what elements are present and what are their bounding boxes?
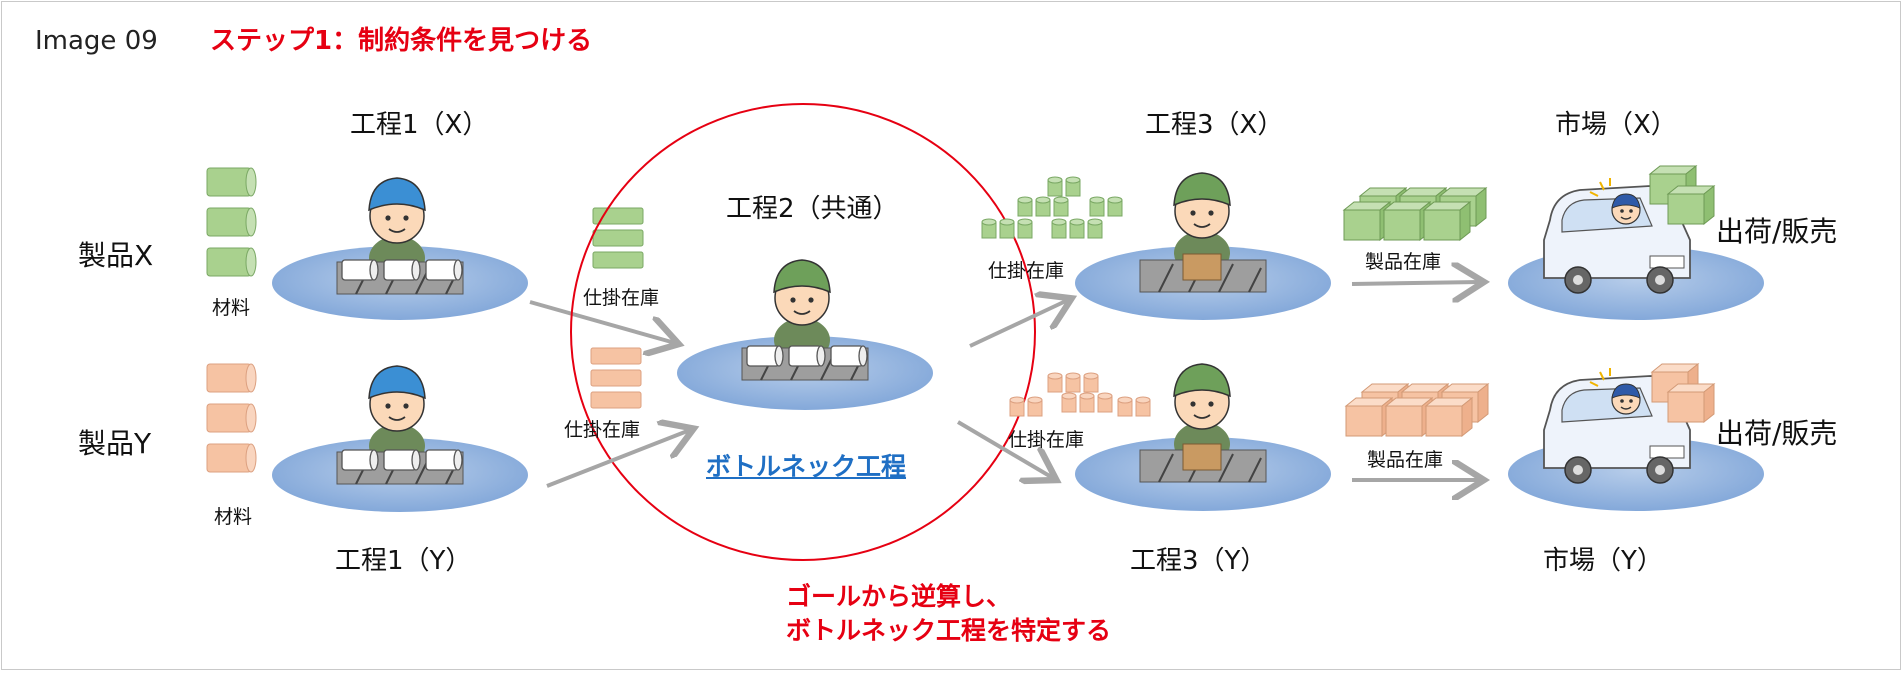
bottleneck-label: ボトルネック工程 [706,452,907,481]
ship-x-label: 出荷/販売 [1716,215,1838,248]
note-line-1: ゴールから逆算し、 [786,582,1012,611]
wip-1x-label: 仕掛在庫 [583,287,660,309]
flow-arrow-2-to-3x [969,300,1068,348]
process-1y-label: 工程1（Y） [335,546,472,576]
market-x-label: 市場（X） [1555,110,1677,140]
product-x-label: 製品X [78,239,154,272]
product-y-label: 製品Y [78,427,152,460]
step-title: ステップ1：制約条件を見つける [210,26,593,56]
process-3y-station [1075,363,1331,511]
material-y-rolls [206,363,257,473]
wip-3y-stock [1009,372,1151,417]
wip-3x-label: 仕掛在庫 [988,260,1065,282]
market-y [1508,363,1764,511]
wip-1y-label: 仕掛在庫 [564,419,641,441]
wip-1y-stock [590,347,642,409]
process-1x-station [272,177,528,320]
process-3x-label: 工程3（X） [1145,110,1284,140]
note-line-2: ボトルネック工程を特定する [786,616,1112,645]
flow-arrow-2-to-3y [956,420,1053,478]
wip-3y-label: 仕掛在庫 [1008,429,1085,451]
process-3x-station [1075,172,1331,320]
process-3y-label: 工程3（Y） [1130,546,1267,576]
ship-y-label: 出荷/販売 [1716,417,1838,450]
finished-y-label: 製品在庫 [1367,449,1444,471]
finished-x-stock [1343,187,1487,241]
finished-y-stock [1345,383,1489,437]
market-x [1508,165,1764,320]
image-id-label: Image 09 [35,26,158,56]
wip-3x-stock [981,176,1123,239]
process-1x-label: 工程1（X） [350,110,489,140]
material-y-label: 材料 [214,506,253,528]
market-y-label: 市場（Y） [1543,546,1663,576]
finished-x-label: 製品在庫 [1365,251,1442,273]
wip-1x-stock [592,207,644,269]
process-2-station [677,259,933,410]
bottleneck-highlight-circle [570,103,1036,561]
material-x-rolls [206,167,257,277]
flow-arrow-1y-to-2 [546,430,690,488]
process-2-label: 工程2（共通） [726,194,899,224]
material-x-label: 材料 [212,297,251,319]
process-1y-station [272,365,528,512]
flow-arrow-1x-to-2 [529,300,675,343]
flow-arrow-3x-to-market [1351,282,1480,284]
